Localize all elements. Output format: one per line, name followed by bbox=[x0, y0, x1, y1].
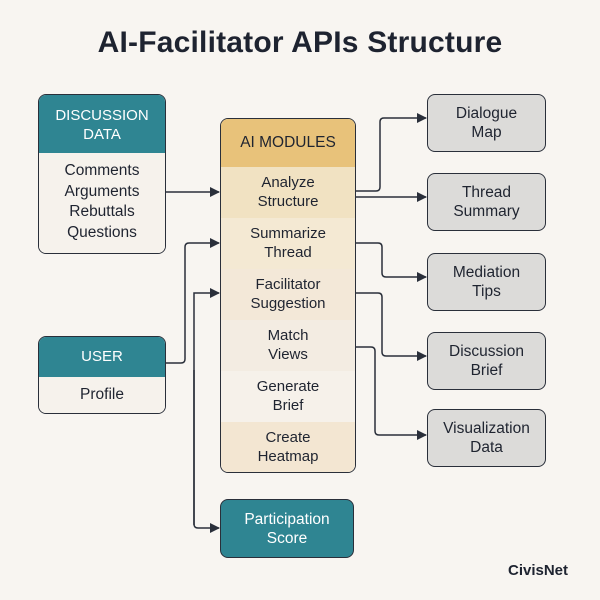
output-label: Dialogue bbox=[455, 105, 518, 122]
discussion-data-header-line: DISCUSSION bbox=[55, 107, 149, 124]
output-mediation-tips[interactable]: Mediation Tips bbox=[427, 253, 546, 311]
module-facilitator-suggestion[interactable]: Facilitator Suggestion bbox=[221, 269, 355, 320]
output-label: Tips bbox=[472, 283, 501, 300]
discussion-item: Arguments bbox=[64, 182, 140, 200]
participation-score-label: Participation bbox=[244, 510, 330, 528]
arrow-user-to-summarize bbox=[165, 238, 220, 364]
output-label: Mediation bbox=[452, 264, 521, 281]
user-header: USER bbox=[39, 337, 165, 377]
diagram-title: AI-Facilitator APIs Structure bbox=[97, 26, 503, 59]
discussion-data-header-line: DATA bbox=[83, 126, 121, 143]
discussion-item: Questions bbox=[67, 223, 137, 241]
arrow-to-mediation-tips bbox=[355, 242, 427, 282]
arrow-to-visualization-data bbox=[355, 346, 427, 440]
discussion-item: Comments bbox=[64, 162, 140, 179]
arrow-to-participation-score bbox=[193, 370, 220, 533]
module-label: Match bbox=[267, 327, 309, 344]
user-profile-item: Profile bbox=[39, 377, 165, 413]
discussion-item: Rebuttals bbox=[69, 203, 135, 220]
participation-score-label: Score bbox=[266, 529, 308, 547]
module-label: Structure bbox=[257, 192, 319, 210]
user-box: USER Profile bbox=[38, 336, 166, 414]
discussion-data-box: DISCUSSION DATA Comments Arguments Rebut… bbox=[38, 94, 166, 254]
ai-modules-header: AI MODULES bbox=[221, 119, 355, 167]
module-summarize-thread[interactable]: Summarize Thread bbox=[221, 218, 355, 269]
module-match-views[interactable]: Match Views bbox=[221, 320, 355, 371]
output-thread-summary[interactable]: Thread Summary bbox=[427, 173, 546, 231]
participation-score-box[interactable]: Participation Score bbox=[220, 499, 354, 558]
module-label: Views bbox=[268, 345, 308, 363]
output-label: Discussion bbox=[449, 343, 524, 360]
output-dialogue-map[interactable]: Dialogue Map bbox=[427, 94, 546, 152]
output-label: Summary bbox=[453, 203, 520, 220]
module-label: Facilitator bbox=[255, 276, 321, 293]
module-label: Generate bbox=[256, 378, 320, 395]
output-label: Brief bbox=[470, 362, 503, 379]
module-label: Heatmap bbox=[257, 447, 319, 465]
module-label: Brief bbox=[272, 396, 304, 414]
ai-modules-box: AI MODULES Analyze Structure Summarize T… bbox=[220, 118, 356, 473]
output-visualization-data[interactable]: Visualization Data bbox=[427, 409, 546, 467]
module-label: Summarize bbox=[250, 225, 326, 242]
discussion-data-header: DISCUSSION DATA bbox=[39, 95, 165, 153]
output-label: Map bbox=[471, 124, 502, 141]
module-generate-brief[interactable]: Generate Brief bbox=[221, 371, 355, 422]
discussion-data-items: Comments Arguments Rebuttals Questions bbox=[39, 153, 165, 253]
brand-logo-text: CivisNet bbox=[508, 562, 569, 579]
output-label: Data bbox=[470, 439, 503, 456]
module-analyze-structure[interactable]: Analyze Structure bbox=[221, 167, 355, 218]
arrow-to-dialogue-map bbox=[355, 113, 427, 192]
output-label: Thread bbox=[461, 184, 512, 201]
module-create-heatmap[interactable]: Create Heatmap bbox=[221, 422, 355, 472]
output-label: Visualization bbox=[443, 420, 530, 437]
arrow-to-discussion-brief bbox=[355, 292, 427, 361]
module-label: Thread bbox=[264, 243, 312, 261]
module-label: Create bbox=[265, 429, 311, 446]
output-discussion-brief[interactable]: Discussion Brief bbox=[427, 332, 546, 390]
module-label: Suggestion bbox=[250, 294, 326, 312]
module-label: Analyze bbox=[261, 174, 315, 191]
arrow-user-to-facilitator bbox=[193, 288, 220, 525]
